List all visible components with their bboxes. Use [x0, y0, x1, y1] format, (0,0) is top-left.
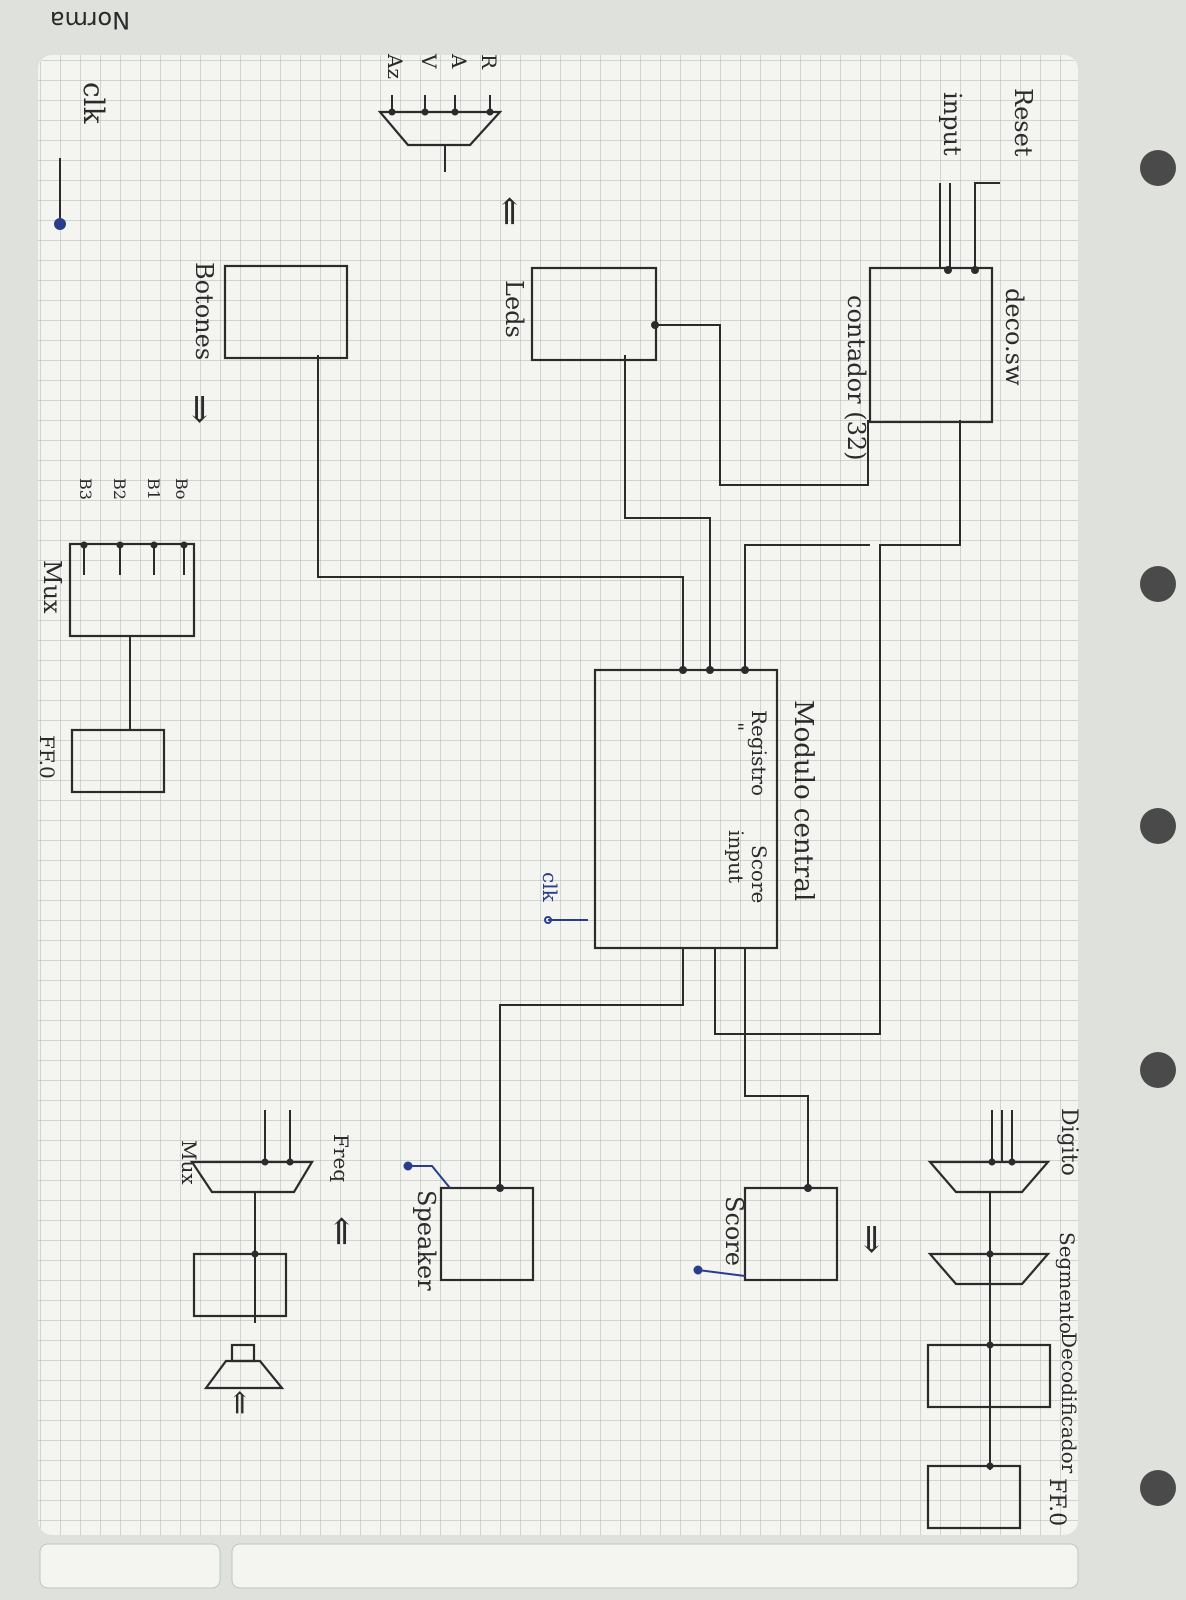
ff-left-label: FF.0 [35, 735, 59, 779]
botones-label: Botones [190, 262, 218, 360]
arrow-score: ⇒ [851, 1224, 892, 1254]
junction [741, 666, 749, 674]
led-input-az: Az [383, 53, 407, 79]
led-input-r: R [477, 54, 501, 70]
clk-score-dot [695, 1267, 702, 1274]
clk-source-dot [55, 219, 65, 229]
binder-hole [1140, 808, 1176, 844]
binder-hole [1140, 566, 1176, 602]
button-input-b2: B2 [110, 478, 129, 500]
junction [252, 1251, 259, 1258]
mux-bottom-label: Mux [177, 1140, 201, 1185]
arrow-speaker-sound: ⇐ [222, 1390, 257, 1415]
junction [987, 1251, 994, 1258]
arrow-freq: ⇐ [321, 1216, 362, 1246]
mux-left-label: Mux [38, 560, 66, 614]
footer-box-right [232, 1544, 1078, 1588]
ff-right-label: FF.0 [1044, 1478, 1069, 1526]
junction [971, 266, 979, 274]
arrow-leds: ⇐ [489, 196, 530, 226]
leds-label: Leds [500, 280, 528, 338]
junction [151, 542, 158, 549]
registro-input-label: input [724, 830, 748, 883]
registro-label: Registro [747, 710, 771, 796]
freq-label: Freq [329, 1134, 353, 1182]
junction [287, 1159, 294, 1166]
modulo-central-title: Modulo central [788, 700, 818, 901]
button-input-b3: B3 [76, 478, 95, 500]
junction [804, 1184, 812, 1192]
norma-logo: Norma [50, 6, 130, 34]
digito-label: Digito [1056, 1108, 1081, 1176]
binder-hole [1140, 1470, 1176, 1506]
junction [117, 542, 124, 549]
junction [987, 1463, 994, 1470]
junction [987, 1342, 994, 1349]
speaker-label: Speaker [412, 1190, 440, 1291]
junction [389, 109, 396, 116]
junction [944, 266, 952, 274]
binder-hole [1140, 1052, 1176, 1088]
footer-box-left [40, 1544, 220, 1588]
clk-mod-label: clk [538, 872, 562, 903]
score-label: Score [720, 1196, 748, 1266]
clk-label: clk [77, 82, 110, 125]
junction [452, 109, 459, 116]
junction [679, 666, 687, 674]
deco-sw-label: deco.sw [1000, 288, 1028, 386]
led-input-v: V [417, 53, 441, 69]
led-input-a: A [447, 53, 471, 69]
arrow-botones: ⇒ [179, 394, 220, 424]
junction [422, 109, 429, 116]
input-label: input [938, 92, 966, 156]
binder-hole [1140, 150, 1176, 186]
reset-label: Reset [1009, 88, 1037, 157]
contador-label: contador (32) [842, 295, 870, 460]
registro-ditto: " [724, 722, 748, 731]
junction [262, 1159, 269, 1166]
junction [1009, 1159, 1016, 1166]
junction [706, 666, 714, 674]
junction [496, 1184, 504, 1192]
button-input-b0: Bo [172, 478, 191, 499]
button-input-b1: B1 [144, 478, 163, 500]
junction [651, 321, 659, 329]
segmento-label: Segmento [1055, 1232, 1079, 1334]
junction [989, 1159, 996, 1166]
junction [81, 542, 88, 549]
decodificador-label: Decodificador [1057, 1332, 1081, 1474]
registro-score-label: Score [747, 845, 771, 903]
clk-speaker-dot [405, 1163, 412, 1170]
junction [487, 109, 494, 116]
junction [181, 542, 188, 549]
